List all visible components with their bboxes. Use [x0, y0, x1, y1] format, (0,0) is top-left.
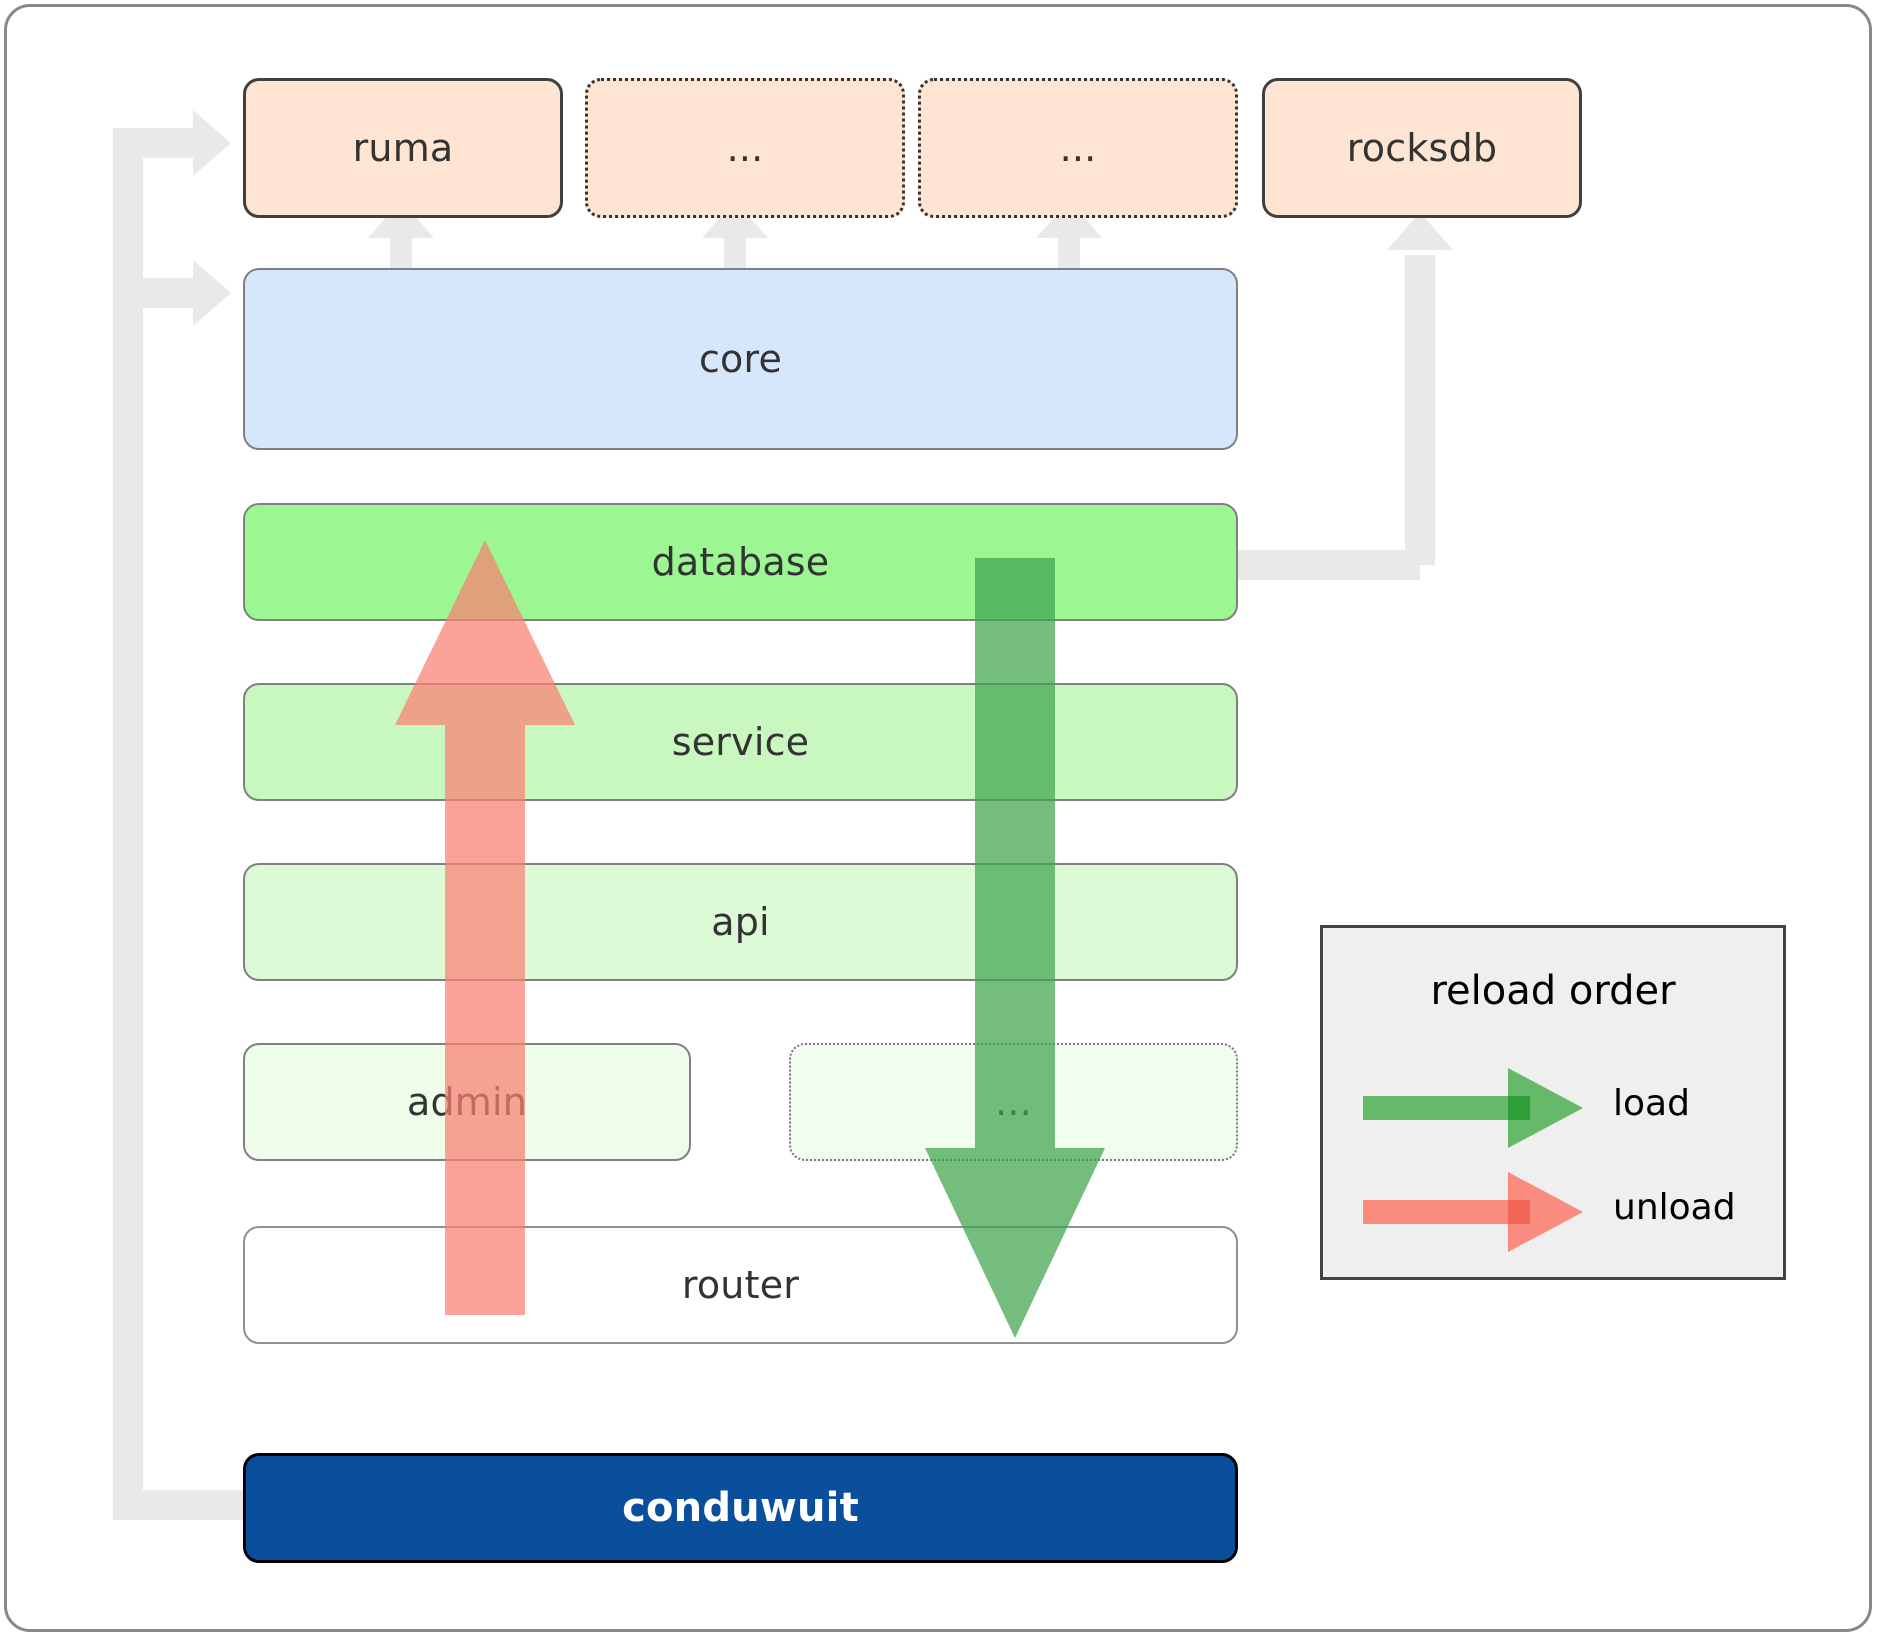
connector-to-ruma — [113, 128, 203, 158]
connector-to-core — [113, 278, 203, 308]
root-box-conduwuit[interactable]: conduwuit — [243, 1453, 1238, 1563]
legend-load-label: load — [1613, 1083, 1690, 1124]
layer-label: api — [711, 900, 770, 944]
dependency-box-ellipsis-2[interactable]: ... — [918, 78, 1238, 218]
dependency-box-rocksdb[interactable]: rocksdb — [1262, 78, 1582, 218]
layer-box-api[interactable]: api — [243, 863, 1238, 981]
legend-title: reload order — [1430, 968, 1676, 1014]
legend-load-arrow-icon — [1363, 1068, 1583, 1148]
dependency-label: ... — [1059, 126, 1097, 170]
unload-arrow — [395, 540, 575, 1315]
legend-unload-label: unload — [1613, 1187, 1736, 1228]
connector-database-to-rocksdb-horizontal — [1220, 550, 1420, 580]
dependency-label: ... — [726, 126, 764, 170]
dependency-box-ellipsis-1[interactable]: ... — [585, 78, 905, 218]
legend-unload-arrow-icon — [1363, 1172, 1583, 1252]
layer-label: database — [651, 540, 830, 584]
dependency-label: rocksdb — [1346, 126, 1498, 170]
core-label: core — [698, 337, 783, 381]
connector-to-core-arrowhead — [193, 260, 231, 326]
root-label: conduwuit — [622, 1485, 859, 1531]
load-arrow — [925, 558, 1105, 1338]
dependency-box-ruma[interactable]: ruma — [243, 78, 563, 218]
layer-box-router[interactable]: router — [243, 1226, 1238, 1344]
connector-to-ruma-arrowhead — [193, 110, 231, 176]
dependency-label: ruma — [352, 126, 454, 170]
layer-label: service — [671, 720, 810, 764]
connector-database-to-rocksdb-arrowhead — [1387, 212, 1453, 250]
core-box[interactable]: core — [243, 268, 1238, 450]
connector-database-to-rocksdb-vertical — [1405, 255, 1435, 565]
legend-panel: reload order load unload — [1320, 925, 1786, 1280]
layer-box-database[interactable]: database — [243, 503, 1238, 621]
layer-label: router — [681, 1263, 800, 1307]
connector-left-spine — [113, 128, 143, 1520]
connector-from-conduwuit — [113, 1490, 243, 1520]
